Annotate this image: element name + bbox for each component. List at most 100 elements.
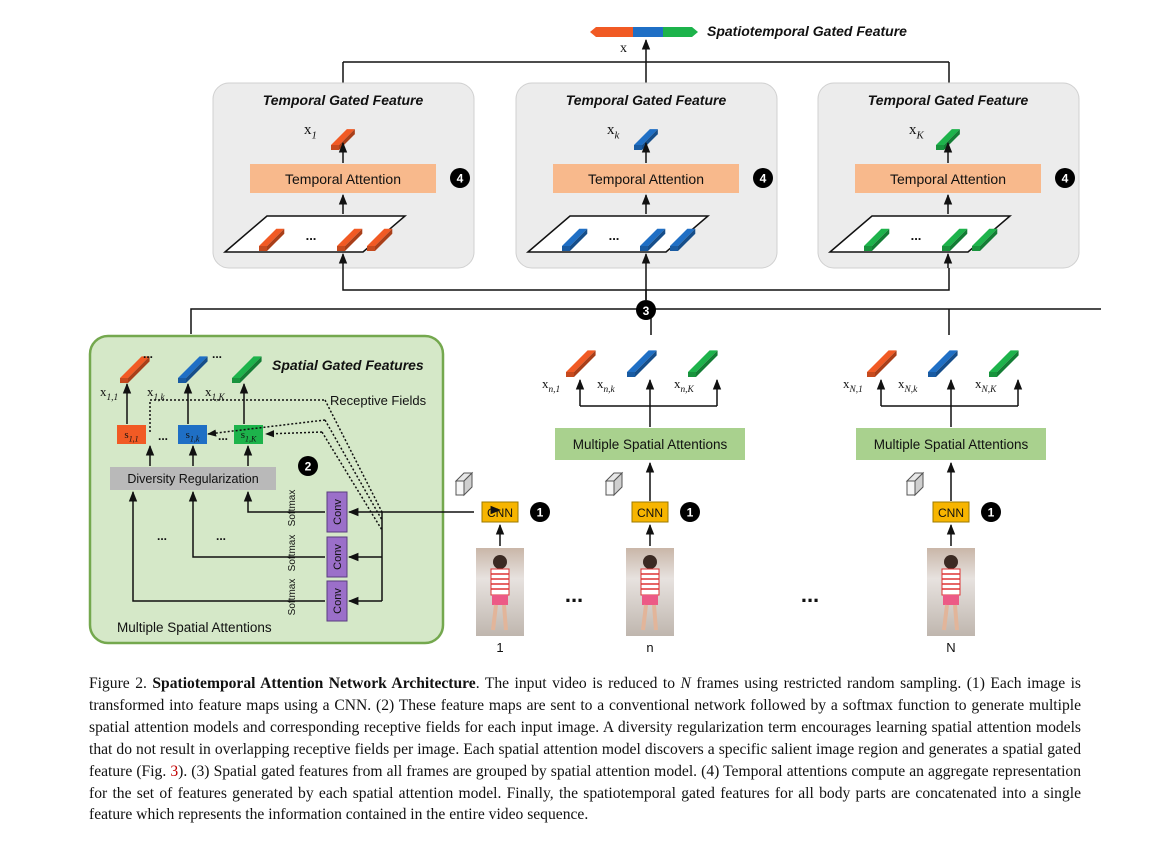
score-box	[178, 425, 207, 444]
merge-lines	[190, 268, 1101, 335]
step-4-badge-label: 4	[1062, 172, 1069, 186]
score-box-var: s1,1	[124, 429, 138, 443]
caption-N: N	[680, 675, 691, 692]
spatial-feature-var: x1,1	[100, 384, 118, 403]
step-4-badge	[1055, 168, 1075, 188]
feature-group-dots: ...	[306, 228, 317, 243]
frame-feature-bar	[928, 350, 958, 377]
person-head	[944, 555, 958, 569]
frame-feature-bar	[989, 350, 1019, 377]
feature-group-bar	[972, 228, 998, 251]
spatial-feature-dots: ...	[143, 347, 153, 361]
temporal-attention-label: Temporal Attention	[588, 171, 704, 187]
multiple-spatial-attention-box	[856, 428, 1046, 460]
conv-dots: ...	[216, 529, 226, 543]
step-1-badge	[981, 502, 1001, 522]
multiple-spatial-attention-label: Multiple Spatial Attentions	[874, 437, 1029, 452]
person-leg	[953, 604, 959, 631]
temporal-panel-title: Temporal Gated Feature	[263, 92, 424, 108]
cnn-box	[932, 501, 970, 523]
spatial-box-title: Spatial Gated Features	[272, 357, 424, 373]
architecture-diagram: Spatiotemporal Gated Feature x Temporal …	[88, 23, 1101, 655]
caption-text-1: . The input video is reduced to	[475, 675, 681, 692]
frame-label: n	[646, 640, 653, 655]
conv-output-path	[188, 490, 325, 558]
frame-feature-var: xn,1	[542, 376, 560, 395]
person-head	[643, 555, 657, 569]
receptive-arrow	[265, 430, 323, 438]
spatial-feature-bar	[178, 356, 208, 383]
caption-text-2: frames using restricted random sampling.…	[89, 675, 1081, 780]
softmax-label: Softmax	[287, 490, 298, 527]
spatial-feature-var: x1,k	[147, 384, 166, 403]
frame-feature-var: xN,k	[898, 376, 918, 395]
feature-map-icon	[905, 471, 925, 497]
feature-map-icon	[604, 471, 624, 497]
temporal-output-var: xk	[607, 122, 620, 142]
person-leg	[652, 604, 658, 631]
caption-title: Spatiotemporal Attention Network Archite…	[152, 675, 476, 692]
feature-group-bar	[259, 228, 285, 251]
step-4-badge	[450, 168, 470, 188]
conv-label: Conv	[332, 499, 344, 525]
score-dots: ...	[218, 429, 228, 443]
temporal-panel-title: Temporal Gated Feature	[868, 92, 1029, 108]
feature-group-bar	[670, 228, 696, 251]
conv-box	[326, 491, 348, 533]
person-shirt	[941, 568, 961, 596]
temporal-output-var: x1	[304, 122, 317, 142]
multiple-spatial-attention-label: Multiple Spatial Attentions	[573, 437, 728, 452]
softmax-label: Softmax	[287, 535, 298, 572]
cnn-box	[481, 501, 519, 523]
receptive-line	[321, 431, 383, 531]
step-1-badge-label: 1	[988, 506, 995, 520]
frame-label: 1	[496, 640, 503, 655]
spatial-feature-var: x1,K	[205, 384, 226, 403]
step-3-badge	[636, 300, 656, 320]
step-2-badge	[298, 456, 318, 476]
frame-feature-var: xN,1	[843, 376, 863, 395]
conv-box	[326, 580, 348, 622]
caption-text-3: ). (3) Spatial gated features from all f…	[89, 762, 1082, 824]
feature-map-icon	[454, 471, 474, 497]
frame-column-n: n CNN 1 Multiple Spatial Attentions xn,1 xn,k…	[542, 350, 745, 655]
temporal-output-var: xK	[909, 122, 925, 142]
diversity-label: Diversity Regularization	[127, 472, 258, 486]
conv-output-path	[128, 490, 325, 602]
step-1-badge-label: 1	[687, 506, 694, 520]
feature-group-bar	[562, 228, 588, 251]
between-dots-1: ...	[565, 582, 583, 607]
output-title: Spatiotemporal Gated Feature	[707, 23, 907, 39]
between-dots-2: ...	[801, 582, 819, 607]
caption-label: Figure 2.	[89, 675, 147, 692]
spatial-feature-bar	[120, 356, 150, 383]
frame-feature-var: xn,k	[597, 376, 616, 395]
score-box-var: s1,k	[186, 429, 200, 443]
step-3-label: 3	[643, 304, 650, 318]
temporal-attention-label: Temporal Attention	[285, 171, 401, 187]
cnn-label: CNN	[637, 506, 663, 520]
conv-label: Conv	[332, 544, 344, 570]
softmax-label: Softmax	[287, 579, 298, 616]
score-box-var: s1,K	[241, 429, 257, 443]
spatial-box-footer: Multiple Spatial Attentions	[117, 620, 272, 635]
temporal-attention-box	[855, 164, 1041, 193]
diversity-box	[110, 467, 276, 490]
person-shorts	[642, 595, 658, 605]
output-feature-bar	[590, 27, 698, 37]
conv-box	[326, 536, 348, 578]
conv-output-path	[243, 490, 325, 513]
score-box	[117, 425, 146, 444]
feature-group-dots: ...	[609, 228, 620, 243]
temporal-attention-box	[250, 164, 436, 193]
feature-group-dots: ...	[911, 228, 922, 243]
caption-figref-link[interactable]: 3	[170, 762, 179, 780]
conv-dots: ...	[157, 529, 167, 543]
output-label: x	[620, 41, 627, 56]
cnn-box	[631, 501, 669, 523]
step-1-badge-label: 1	[537, 506, 544, 520]
